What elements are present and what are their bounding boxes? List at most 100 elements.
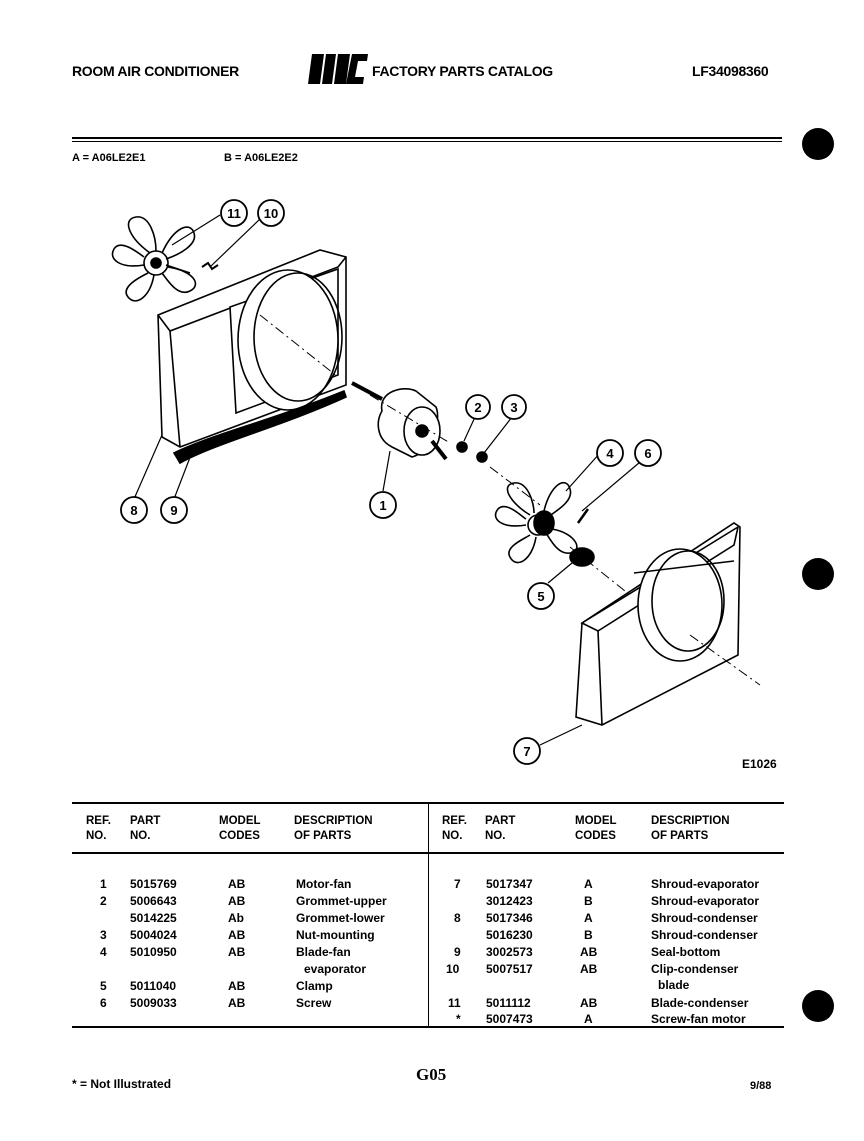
right-row-8-codes: AB (580, 996, 598, 1010)
right-row-9-ref: * (456, 1012, 461, 1026)
right-row-1-part: 5017347 (486, 877, 533, 891)
not-illustrated-note: * = Not Illustrated (72, 1077, 172, 1091)
screw (576, 508, 590, 524)
header-ref-no-left: REF.NO. (86, 815, 111, 842)
left-row-8-part: 5009033 (130, 996, 177, 1010)
left-row-2-ref: 2 (100, 894, 107, 908)
left-row-2-codes: AB (228, 894, 246, 908)
right-row-5-part: 3002573 (486, 945, 533, 959)
left-row-3-codes: Ab (228, 911, 244, 925)
seal-bottom (172, 389, 347, 465)
header-rule-top (72, 137, 782, 139)
left-row-5-part: 5010950 (130, 945, 177, 959)
right-row-5-codes: AB (580, 945, 598, 959)
condenser-shroud (157, 249, 347, 448)
callout-5 (527, 582, 555, 610)
callout-4-label: 4 (606, 446, 614, 461)
left-row-4-part: 5004024 (130, 928, 177, 942)
callout-9-label: 9 (170, 503, 177, 518)
right-row-6-desc: Clip-condenser (651, 962, 739, 976)
exploded-parts-diagram: 1 2 3 4 5 6 7 8 9 10 11 (111, 199, 761, 765)
model-code-a: A = A06LE2E1 (72, 152, 146, 164)
right-row-4-desc: Shroud-condenser (651, 928, 758, 942)
left-row-3-part: 5014225 (130, 911, 177, 925)
right-row-6-ref: 10 (446, 962, 460, 976)
right-row-5-ref: 9 (454, 945, 461, 959)
right-row-9-codes: A (584, 1012, 593, 1026)
right-row-4-part: 5016230 (486, 928, 533, 942)
right-row-1-codes: A (584, 877, 593, 891)
right-row-8-part: 5011112 (486, 996, 531, 1010)
left-row-2-part: 5006643 (130, 894, 177, 908)
left-row-7-part: 5011040 (130, 979, 177, 993)
evaporator-shroud (575, 522, 741, 726)
left-row-5-desc: Blade-fan (296, 945, 351, 959)
right-row-1-desc: Shroud-evaporator (651, 877, 760, 891)
left-row-1-desc: Motor-fan (296, 877, 352, 891)
callout-1-label: 1 (379, 498, 386, 513)
left-row-1-codes: AB (228, 877, 246, 891)
right-row-3-codes: A (584, 911, 593, 925)
right-row-6-part: 5007517 (486, 962, 533, 976)
table-top-rule (72, 802, 784, 804)
callout-6-label: 6 (644, 446, 651, 461)
callout-11-label: 11 (227, 206, 241, 221)
right-row-2-part: 3012423 (486, 894, 533, 908)
right-row-3-ref: 8 (454, 911, 461, 925)
right-row-4-codes: B (584, 928, 593, 942)
right-row-3-desc: Shroud-condenser (651, 911, 758, 925)
table-column-divider (428, 804, 429, 1026)
right-row-7-desc: blade (658, 978, 690, 992)
callout-2-label: 2 (474, 400, 481, 415)
right-row-8-ref: 11 (448, 996, 461, 1010)
callout-1 (369, 491, 397, 519)
left-row-1-part: 5015769 (130, 877, 177, 891)
left-row-8-desc: Screw (296, 996, 332, 1010)
model-number: LF34098360 (692, 63, 769, 79)
callout-9 (160, 496, 188, 524)
catalog-title: FACTORY PARTS CATALOG (372, 63, 553, 79)
catalog-date: 9/88 (750, 1080, 772, 1092)
callout-7-label: 7 (523, 744, 530, 759)
left-row-8-codes: AB (228, 996, 246, 1010)
grommet (456, 441, 468, 453)
callout-3-label: 3 (510, 400, 517, 415)
clip-condenser (201, 261, 219, 271)
table-bottom-rule (72, 1026, 784, 1028)
left-row-1-ref: 1 (100, 877, 107, 891)
condenser-blade (111, 216, 197, 302)
right-row-9-part: 5007473 (486, 1012, 533, 1026)
callout-8-label: 8 (130, 503, 137, 518)
callout-5-label: 5 (537, 589, 544, 604)
right-row-9-desc: Screw-fan motor (651, 1012, 746, 1026)
right-row-6-codes: AB (580, 962, 598, 976)
fan-motor (351, 381, 448, 461)
binder-hole-middle (802, 558, 834, 590)
header-rule-bottom (72, 141, 782, 142)
nut-mounting (476, 451, 488, 463)
left-row-5-codes: AB (228, 945, 246, 959)
catalog-category-title: ROOM AIR CONDITIONER (72, 63, 239, 79)
callout-2 (465, 394, 491, 420)
left-row-7-codes: AB (228, 979, 246, 993)
callout-11 (220, 199, 248, 227)
callout-3 (501, 394, 527, 420)
header-ref-no-right: REF.NO. (442, 815, 467, 842)
callout-10 (257, 199, 285, 227)
figure-code: E1026 (742, 757, 777, 771)
left-row-7-desc: Clamp (296, 979, 333, 993)
left-row-5-ref: 4 (100, 945, 107, 959)
left-row-8-ref: 6 (100, 996, 107, 1010)
right-row-5-desc: Seal-bottom (651, 945, 721, 959)
binder-hole-top (802, 128, 834, 160)
right-row-2-desc: Shroud-evaporator (651, 894, 760, 908)
right-row-2-codes: B (584, 894, 593, 908)
callout-6 (634, 439, 662, 467)
page-code: G05 (416, 1065, 447, 1084)
